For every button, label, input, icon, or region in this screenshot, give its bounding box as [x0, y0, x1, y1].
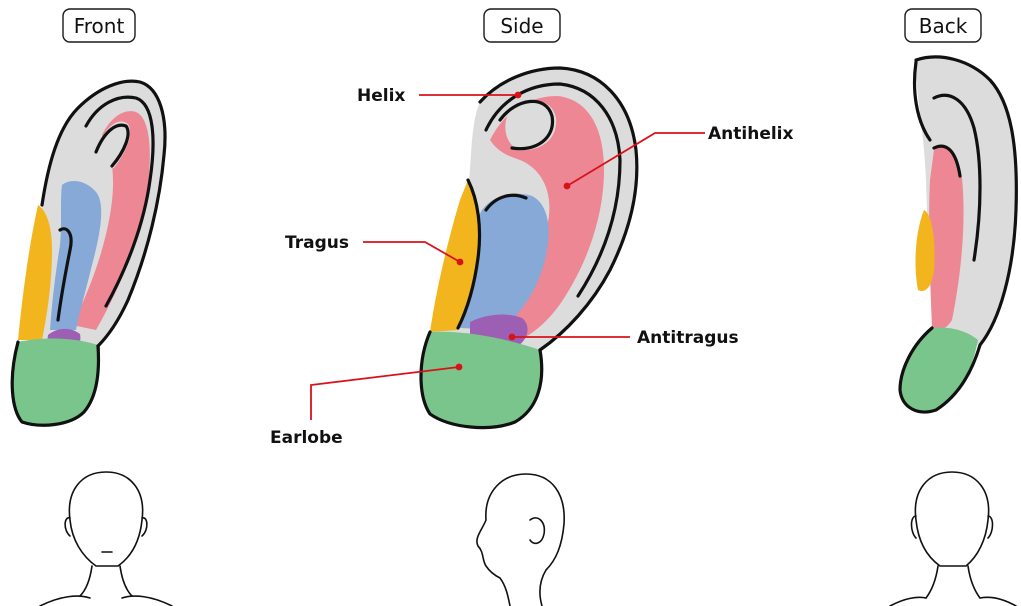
front-ear [12, 81, 165, 425]
view-label-front-text: Front [74, 14, 125, 38]
leader-antihelix-dot [564, 183, 571, 190]
back-head-outline [915, 472, 988, 566]
view-label-side-text: Side [500, 14, 543, 38]
back-head-sketch [890, 472, 1016, 606]
label-antitragus-text: Antitragus [637, 328, 739, 348]
view-label-back-text: Back [919, 14, 968, 38]
side-ear [421, 68, 637, 428]
back-shoulders [890, 597, 1016, 606]
label-earlobe-text: Earlobe [270, 428, 343, 448]
side-head-outline [477, 474, 564, 606]
leader-tragus-dot [457, 259, 464, 266]
side-head-sketch [477, 474, 564, 606]
label-helix-text: Helix [357, 86, 405, 106]
side-ear-small [530, 518, 544, 543]
label-tragus: Tragus [285, 233, 463, 265]
label-antihelix-text: Antihelix [708, 124, 793, 144]
front-earlobe [12, 339, 100, 426]
front-head-sketch [40, 472, 172, 606]
view-label-front: Front [63, 9, 135, 42]
view-label-side: Side [484, 9, 560, 42]
side-earlobe [421, 332, 542, 428]
back-neck [926, 566, 980, 598]
front-shoulders [40, 596, 172, 606]
back-ear [900, 57, 1016, 412]
front-neck [80, 566, 132, 596]
view-label-back: Back [905, 9, 981, 42]
leader-antitragus-dot [509, 334, 516, 341]
back-earlobe [900, 328, 978, 412]
leader-earlobe-dot [456, 364, 463, 371]
leader-helix-dot [515, 92, 522, 99]
label-tragus-text: Tragus [285, 233, 349, 253]
